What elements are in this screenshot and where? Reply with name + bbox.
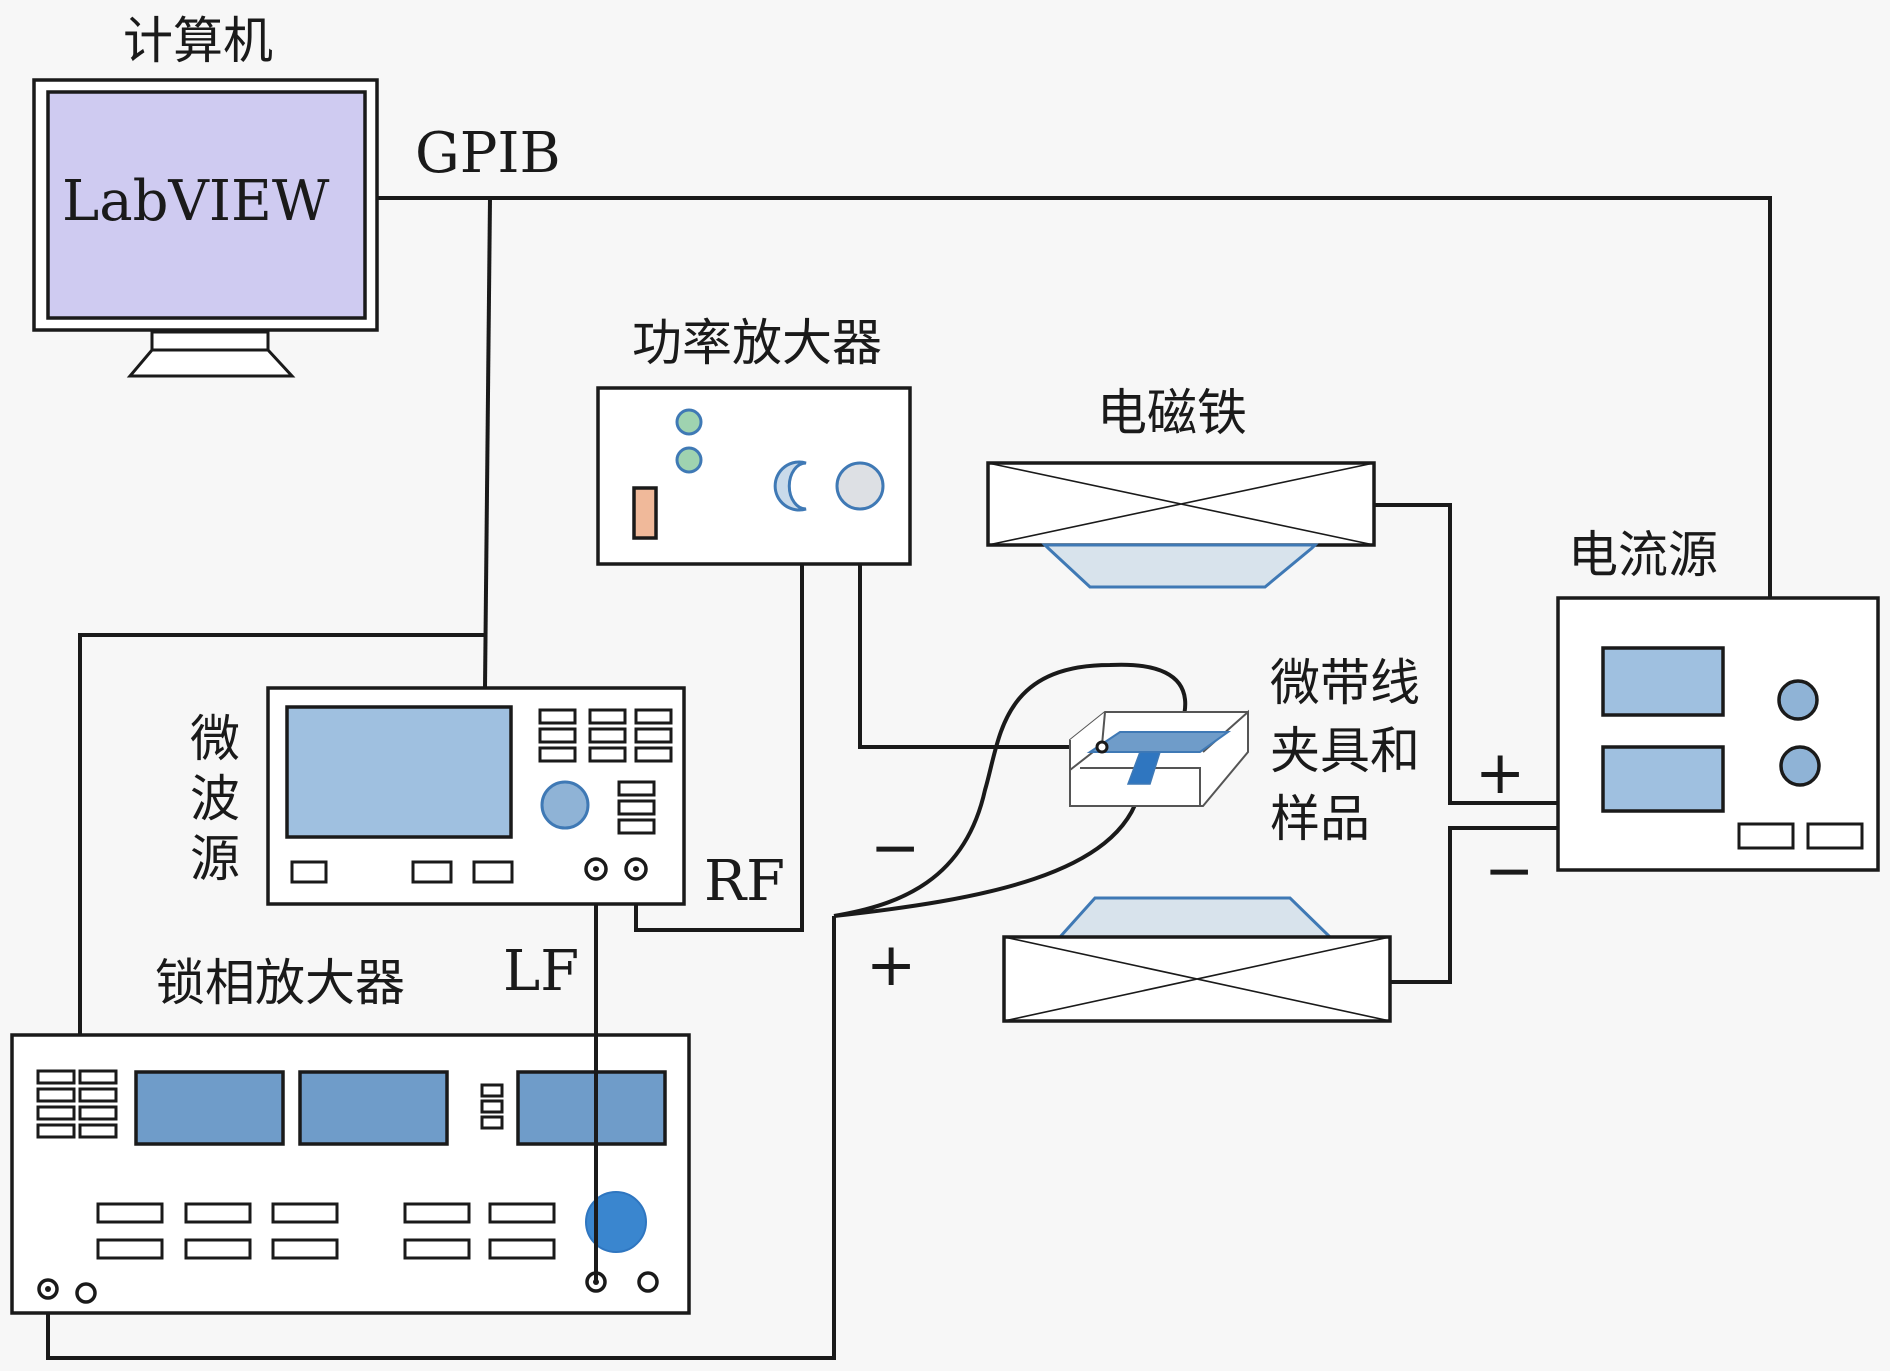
bnc-pin <box>593 866 599 872</box>
top-coil-cross <box>987 462 1375 546</box>
current-minus-cable <box>1390 826 1558 984</box>
current-plus-cable <box>1375 503 1558 805</box>
coil-minus-sign: − <box>870 813 920 883</box>
top-pole-piece <box>1041 543 1319 589</box>
knob-icon <box>1779 745 1821 787</box>
bnc-pin <box>633 866 639 872</box>
coil-plus-sign: + <box>866 930 916 1000</box>
current-display-1 <box>1601 646 1725 717</box>
button-icon <box>472 860 514 884</box>
microwave-keypad <box>538 708 673 835</box>
modulation-coil-loop <box>833 662 1188 918</box>
rf-output-connector-icon <box>835 461 885 511</box>
microwave-source: 微 波 源 <box>190 686 686 906</box>
rf-label: RF <box>704 849 785 914</box>
fixture-label-line-1: 微带线 <box>1270 654 1420 712</box>
bnc-connector-icon <box>75 1282 97 1304</box>
lockin-display-1 <box>134 1070 285 1146</box>
microstrip-fixture <box>1069 709 1249 807</box>
microstrip-fixture-label: 微带线 夹具和 样品 <box>1270 654 1420 848</box>
current-source-label: 电流源 <box>1568 526 1718 584</box>
microwave-display <box>285 705 513 839</box>
microstrip-feed-point <box>1095 740 1109 754</box>
button-icon <box>290 860 328 884</box>
lockin-buttons <box>96 1202 556 1260</box>
power-amplifier: 功率放大器 <box>596 314 912 566</box>
computer: 计算机 LabVIEW GPIB <box>32 12 561 378</box>
button-icon <box>1806 822 1864 850</box>
power-amplifier-label: 功率放大器 <box>632 314 882 372</box>
led-icon <box>675 408 703 436</box>
lockin-display-2 <box>298 1070 449 1146</box>
button-icon <box>411 860 453 884</box>
microwave-label-3: 源 <box>190 830 240 888</box>
current-plus-sign: + <box>1475 738 1525 808</box>
bottom-coil-cross <box>1003 936 1391 1022</box>
monitor-stand <box>126 348 296 378</box>
microstrip-line <box>1086 731 1232 753</box>
current-minus-sign: − <box>1484 836 1534 906</box>
lockin-display-3 <box>516 1070 667 1146</box>
fixture-left-wall <box>1069 711 1106 773</box>
current-display-2 <box>1601 745 1725 813</box>
led-icon <box>675 446 703 474</box>
current-source: 电流源 <box>1556 526 1880 872</box>
knob-icon <box>585 1191 647 1253</box>
microwave-label-1: 微 <box>190 710 240 768</box>
sample-strip <box>1126 751 1162 785</box>
amp-output-cable <box>858 500 1102 749</box>
gpib-to-lockin <box>78 633 485 1035</box>
lockin-keypad <box>36 1069 118 1139</box>
microwave-label-2: 波 <box>190 770 240 828</box>
gpib-label: GPIB <box>415 121 561 186</box>
knob-icon <box>540 780 590 830</box>
bnc-connector-icon <box>637 1271 659 1293</box>
computer-label: 计算机 <box>123 12 273 70</box>
electromagnet-label: 电磁铁 <box>1097 384 1247 442</box>
electromagnet: 电磁铁 <box>986 384 1392 1023</box>
labview-label: LabVIEW <box>62 169 330 234</box>
knob-icon <box>1777 679 1819 721</box>
fixture-label-line-2: 夹具和 <box>1270 722 1420 780</box>
lockin-amplifier: 锁相放大器 LF <box>10 939 691 1315</box>
lf-label: LF <box>503 939 579 1004</box>
gpib-to-microwave-source <box>483 197 492 689</box>
bnc-pin <box>45 1286 51 1292</box>
power-switch-icon <box>632 486 658 540</box>
button-icon <box>1737 822 1795 850</box>
monitor-screen <box>46 90 367 320</box>
rf-input-connector-icon <box>773 460 807 512</box>
fixture-label-line-3: 样品 <box>1270 790 1370 848</box>
fixture-inner <box>1080 767 1201 806</box>
modulation-cable <box>46 916 836 1360</box>
lockin-label: 锁相放大器 <box>155 954 405 1012</box>
bottom-pole-piece <box>1056 896 1334 939</box>
gpib-bus <box>378 196 1772 598</box>
lockin-small-keys <box>480 1083 504 1130</box>
monitor-neck <box>150 330 270 352</box>
